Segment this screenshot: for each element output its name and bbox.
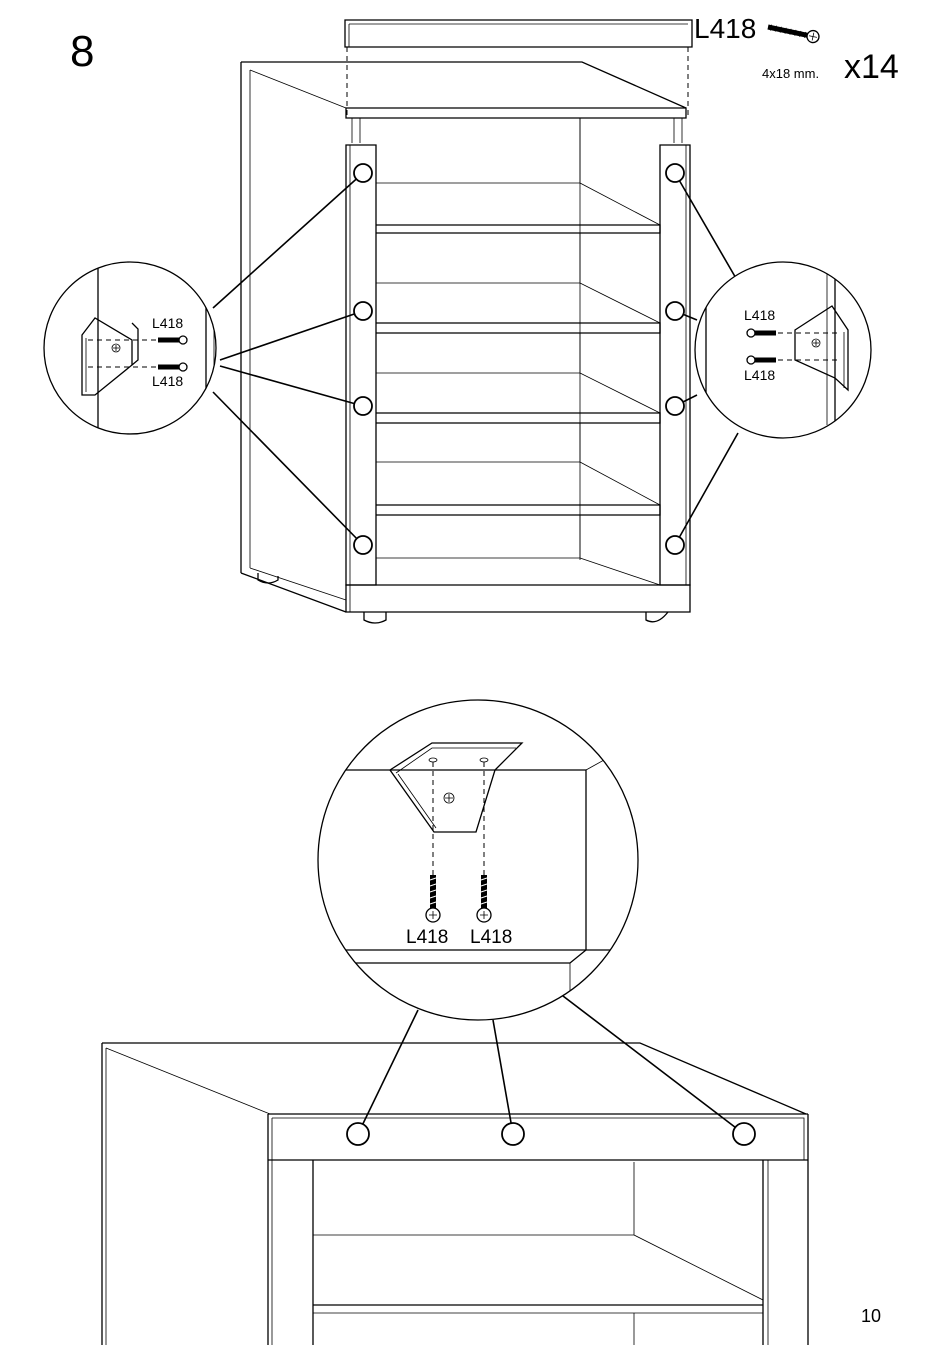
left-detail-circle: L418 L418 (44, 250, 216, 440)
shelf-3 (376, 333, 660, 423)
top-panel (345, 20, 692, 47)
bottom-detail-circle: L418 L418 (300, 700, 640, 1030)
marker-right-4 (666, 536, 684, 554)
shelf-2 (376, 233, 660, 333)
cabinet-top-view (102, 1043, 808, 1345)
bottom-detail-leaders (358, 996, 744, 1134)
page-number: 10 (861, 1306, 881, 1326)
marker-left-4 (354, 536, 372, 554)
shelf-1 (376, 118, 660, 233)
cabinet-main (241, 62, 690, 623)
marker-top-3 (733, 1123, 755, 1145)
shelf-5 (376, 515, 660, 585)
screw-icon (767, 21, 820, 44)
marker-left-1 (354, 164, 372, 182)
marker-left-2 (354, 302, 372, 320)
header-part-code: L418 (694, 13, 756, 44)
shelf-4 (376, 423, 660, 515)
right-detail-upper-label: L418 (744, 307, 775, 323)
marker-right-2 (666, 302, 684, 320)
bottom-detail-right-label: L418 (470, 927, 512, 948)
right-detail-lower-label: L418 (744, 367, 775, 383)
bottom-detail-left-label: L418 (406, 927, 448, 948)
header-quantity: x14 (844, 48, 899, 86)
marker-right-1 (666, 164, 684, 182)
step-number: 8 (70, 27, 94, 76)
left-detail-lower-label: L418 (152, 373, 183, 389)
header-screw-size: 4x18 mm. (762, 66, 819, 81)
marker-right-3 (666, 397, 684, 415)
marker-top-1 (347, 1123, 369, 1145)
right-detail-circle: L418 L418 (695, 250, 880, 450)
marker-top-2 (502, 1123, 524, 1145)
left-detail-upper-label: L418 (152, 315, 183, 331)
marker-left-3 (354, 397, 372, 415)
left-detail-leaders (213, 173, 363, 545)
